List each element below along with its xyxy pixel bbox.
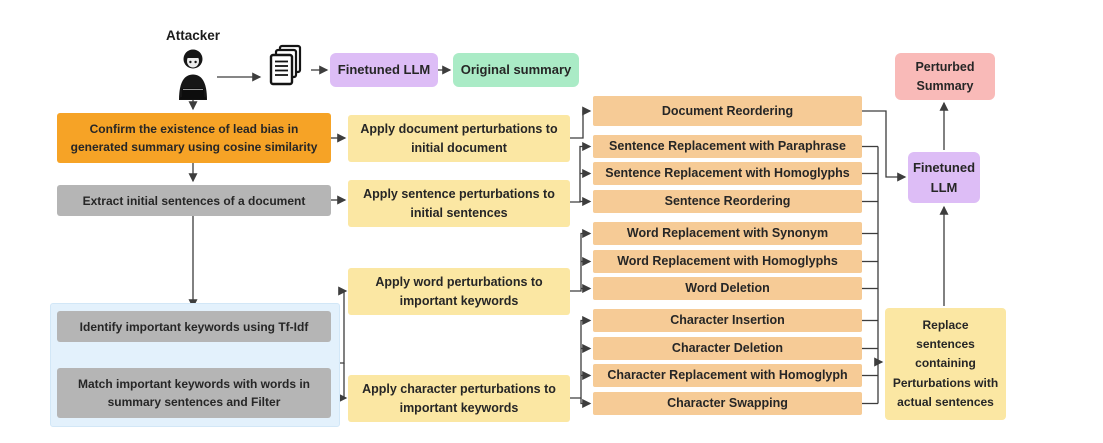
perturbation-word-deletion: Word Deletion bbox=[593, 277, 862, 300]
attacker-label: Attacker bbox=[165, 28, 221, 43]
perturbation-document-reordering: Document Reordering bbox=[593, 96, 862, 126]
perturbation-character-deletion: Character Deletion bbox=[593, 337, 862, 360]
perturbation-character-swapping: Character Swapping bbox=[593, 392, 862, 415]
perturbation-character-insertion: Character Insertion bbox=[593, 309, 862, 332]
node-original-summary: Original summary bbox=[453, 53, 579, 87]
perturbation-sentence-replacement-paraphrase: Sentence Replacement with Paraphrase bbox=[593, 135, 862, 158]
perturbation-character-replacement-homoglyph: Character Replacement with Homoglyph bbox=[593, 364, 862, 387]
perturbation-word-replacement-homoglyphs: Word Replacement with Homoglyphs bbox=[593, 250, 862, 273]
perturbation-word-replacement-synonym: Word Replacement with Synonym bbox=[593, 222, 862, 245]
node-extract-initial-sentences: Extract initial sentences of a document bbox=[57, 185, 331, 216]
perturbation-sentence-replacement-homoglyphs: Sentence Replacement with Homoglyphs bbox=[593, 162, 862, 185]
attacker-icon bbox=[179, 49, 207, 100]
node-identify-keywords: Identify important keywords using Tf-Idf bbox=[57, 311, 331, 342]
node-finetuned-llm-top: Finetuned LLM bbox=[330, 53, 438, 87]
perturbation-sentence-reordering: Sentence Reordering bbox=[593, 190, 862, 213]
documents-icon bbox=[269, 44, 302, 86]
